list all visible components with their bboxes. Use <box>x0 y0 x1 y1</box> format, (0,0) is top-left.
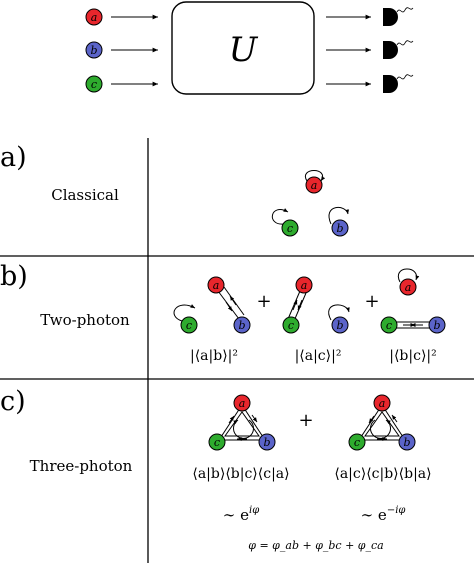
node-c-label: c <box>386 319 392 332</box>
node-a-label: a <box>405 281 412 294</box>
two-photon-term-ab: a b c |⟨a|b⟩|² <box>173 276 251 364</box>
three-photon-term-2: a c b ⟨a|c⟩⟨c|b⟩⟨b|a⟩ ∼ e−iφ <box>334 394 432 524</box>
panel-label-c: c) <box>0 386 26 417</box>
term-acb-label: ⟨a|c⟩⟨c|b⟩⟨b|a⟩ <box>334 466 431 482</box>
node-a-label: a <box>239 397 246 410</box>
node-b-label: b <box>403 436 410 449</box>
input-c-label: c <box>91 78 97 91</box>
term-abc-label: ⟨a|b⟩⟨b|c⟩⟨c|a⟩ <box>192 466 289 482</box>
input-b-label: b <box>90 44 97 57</box>
plus-sign-c: + <box>298 410 313 431</box>
node-b-label: b <box>433 319 440 332</box>
node-a: a <box>304 170 326 194</box>
two-photon-term-bc: a c b |⟨b|c⟩|² <box>380 268 446 364</box>
two-photon-term-ac: a c b |⟨a|c⟩|² <box>282 276 350 364</box>
input-a: a <box>85 8 103 26</box>
node-c-label: c <box>354 436 360 449</box>
phase-definition: φ = φ_ab + φ_bc + φ_ca <box>248 539 383 552</box>
node-b: b <box>328 206 350 237</box>
input-arrows <box>111 14 158 87</box>
node-b-label: b <box>263 436 270 449</box>
node-a-label: a <box>311 179 318 192</box>
plus-sign-b2: + <box>364 291 379 312</box>
node-a-label: a <box>301 279 308 292</box>
term-ac-label: |⟨a|c⟩|² <box>295 348 342 364</box>
term-ab-label: |⟨a|b⟩|² <box>190 348 238 364</box>
panel-label-a: a) <box>0 142 27 173</box>
plus-sign-b1: + <box>256 291 271 312</box>
input-a-label: a <box>91 11 98 24</box>
output-arrows <box>326 14 371 87</box>
node-b-label: b <box>336 319 343 332</box>
node-b-label: b <box>336 222 343 235</box>
row-label-three-photon: Three-photon <box>30 457 133 475</box>
node-c-label: c <box>288 319 294 332</box>
term-bc-label: |⟨b|c⟩|² <box>389 348 437 364</box>
input-b: b <box>85 41 103 59</box>
unitary-box <box>171 1 315 95</box>
row-label-classical: Classical <box>51 186 119 204</box>
unitary-label: U <box>229 30 259 70</box>
top-schematic: a b c U <box>85 1 414 95</box>
phase-positive: ∼ eiφ <box>223 505 259 524</box>
classical-diagram: a c b <box>272 170 350 237</box>
node-c-label: c <box>214 436 220 449</box>
node-a-label: a <box>213 279 220 292</box>
panel-label-b: b) <box>0 261 28 292</box>
node-c-label: c <box>186 319 192 332</box>
input-c: c <box>85 75 103 93</box>
detector-3 <box>383 74 414 93</box>
node-c-label: c <box>287 222 293 235</box>
node-c: c <box>272 208 299 237</box>
phase-negative: ∼ e−iφ <box>361 505 406 524</box>
table-grid <box>0 138 474 563</box>
detector-1 <box>383 7 414 26</box>
node-a-label: a <box>379 397 386 410</box>
row-label-two-photon: Two-photon <box>40 311 130 329</box>
node-b-label: b <box>238 319 245 332</box>
three-photon-term-1: a c b ⟨a|b⟩⟨b|c⟩⟨c|a⟩ ∼ eiφ <box>192 394 290 524</box>
detector-2 <box>383 40 414 59</box>
